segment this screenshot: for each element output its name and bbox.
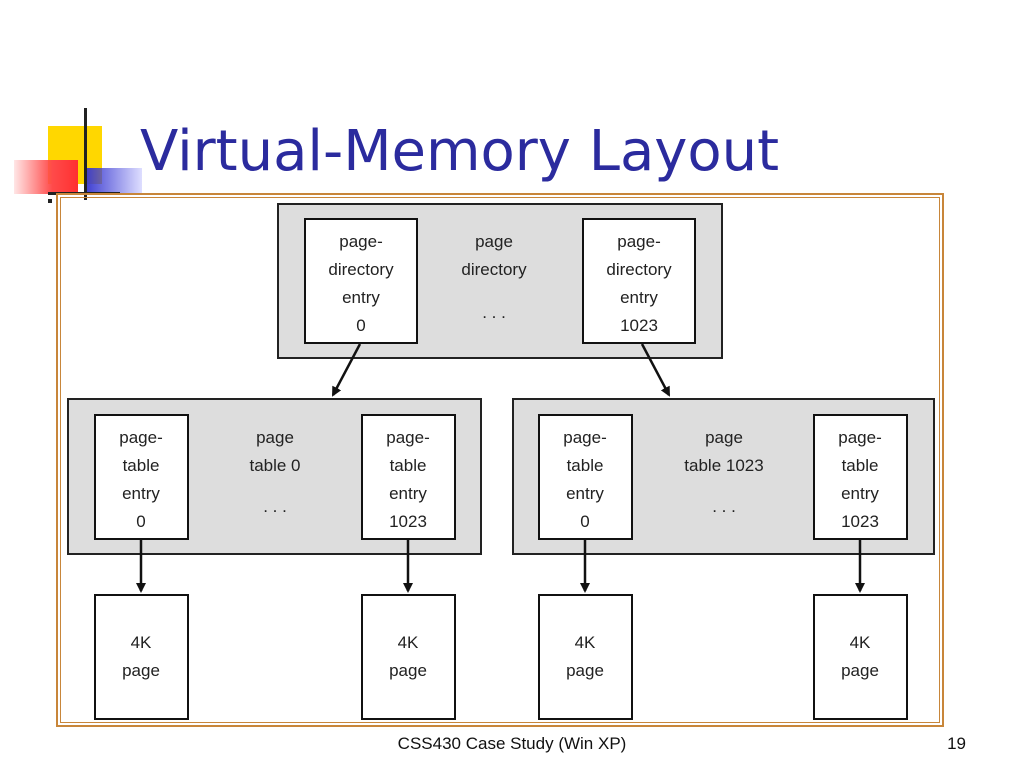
page-table-1023-entry-0-label-line-3: entry — [566, 484, 604, 503]
page-box-2 — [361, 594, 456, 720]
page-table-1023-entry-1023-label-line-4: 1023 — [841, 512, 879, 531]
page-directory-entry-1023-label-line-2: directory — [606, 260, 672, 279]
page-table-1023-ellipsis-line-1: . . . — [712, 497, 736, 516]
page-table-0-entry-1023-label-line-4: 1023 — [389, 512, 427, 531]
page-directory-entry-0-label-line-1: page- — [339, 232, 382, 251]
page-table-1023-entry-0-label-line-4: 0 — [580, 512, 589, 531]
page-table-1023-label-line-1: page — [705, 428, 743, 447]
page-table-1023-entry-0-label-line-2: table — [567, 456, 604, 475]
page-table-0-entry-1023-label-line-3: entry — [389, 484, 427, 503]
page-table-1023-entry-0-box — [538, 414, 633, 540]
page-table-0-label-line-2: table 0 — [249, 456, 300, 475]
page-table-0-entry-0-label-line-3: entry — [122, 484, 160, 503]
page-box-3 — [538, 594, 633, 720]
page-table-0-ellipsis-line-1: . . . — [263, 497, 287, 516]
page-table-1023-entry-1023-label-line-3: entry — [841, 484, 879, 503]
page-directory-label-line-1: page — [475, 232, 513, 251]
page-table-0-entry-0-box — [94, 414, 189, 540]
page-1-label-line-2: page — [122, 661, 160, 680]
page-directory-ellipsis-line-1: . . . — [482, 303, 506, 322]
page-directory-entry-1023-label-line-4: 1023 — [620, 316, 658, 335]
page-1-label-line-1: 4K — [131, 633, 152, 652]
page-directory-entry-1023-label-line-3: entry — [620, 288, 658, 307]
page-directory-entry-1023-box — [582, 218, 696, 344]
page-table-0-entry-0-label-line-1: page- — [119, 428, 162, 447]
page-table-0-entry-1023-box — [361, 414, 456, 540]
page-table-0-entry-1023-label-line-1: page- — [386, 428, 429, 447]
page-directory-entry-1023-label-line-1: page- — [617, 232, 660, 251]
page-3-label-line-2: page — [566, 661, 604, 680]
page-table-1023-label-line-2: table 1023 — [684, 456, 763, 475]
title-decoration-tick — [48, 199, 52, 203]
page-2-label-line-1: 4K — [398, 633, 419, 652]
page-directory-entry-0-label-line-3: entry — [342, 288, 380, 307]
diagram-labels: page-directory entry 0 page directory . . . pa… — [119, 232, 881, 680]
page-directory-entry-0-label-line-2: directory — [328, 260, 394, 279]
page-table-0-label-line-1: page — [256, 428, 294, 447]
page-4-label-line-2: page — [841, 661, 879, 680]
page-table-0-entry-0-label-line-4: 0 — [136, 512, 145, 531]
page-4-label-line-1: 4K — [850, 633, 871, 652]
diagram-frame-outer — [56, 193, 944, 727]
page-box-1 — [94, 594, 189, 720]
page-table-1023-entry-1023-label-line-2: table — [842, 456, 879, 475]
title-decoration-red-bar — [14, 160, 78, 194]
page-table-1023-entry-1023-label-line-1: page- — [838, 428, 881, 447]
diagram-frame-inner — [60, 197, 940, 723]
slide-title: Virtual-Memory Layout — [140, 119, 780, 184]
footer-course-title: CSS430 Case Study (Win XP) — [397, 734, 627, 753]
arrow-directory-to-table-0 — [331, 343, 362, 397]
page-table-0-entry-1023-label-line-2: table — [390, 456, 427, 475]
page-table-1023-entry-0-label-line-1: page- — [563, 428, 606, 447]
page-2-label-line-2: page — [389, 661, 427, 680]
footer-page-number: 19 — [947, 734, 966, 753]
title-decoration-blue-bar — [84, 168, 142, 194]
title-decoration-vertical-line — [84, 108, 87, 200]
page-3-label-line-1: 4K — [575, 633, 596, 652]
arrow-directory-to-table-1023 — [640, 343, 671, 397]
page-directory-entry-0-box — [304, 218, 418, 344]
page-directory-label-line-2: directory — [461, 260, 527, 279]
page-box-4 — [813, 594, 908, 720]
page-directory-entry-0-label-line-4: 0 — [356, 316, 365, 335]
page-table-1023-entry-1023-box — [813, 414, 908, 540]
page-table-0-entry-0-label-line-2: table — [123, 456, 160, 475]
